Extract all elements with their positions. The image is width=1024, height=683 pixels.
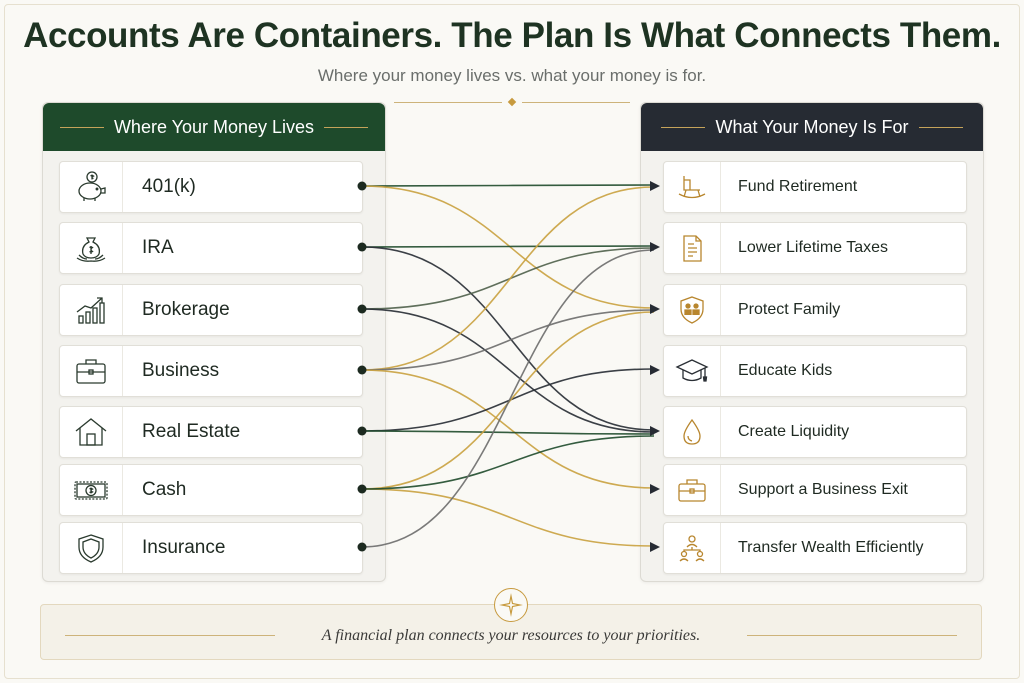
connection-line <box>361 488 655 547</box>
account-label: IRA <box>142 237 174 258</box>
goal-lower-taxes: Lower Lifetime Taxes <box>663 222 967 274</box>
banknote-icon <box>74 481 108 500</box>
account-label: Brokerage <box>142 299 230 320</box>
account-business: Business <box>59 345 363 397</box>
growth-chart-icon <box>76 297 105 324</box>
account-label: Insurance <box>142 537 226 558</box>
goal-label: Educate Kids <box>738 362 833 379</box>
money-lives-header: Where Your Money Lives <box>43 103 385 151</box>
title-divider <box>394 97 630 107</box>
money-for-panel: What Your Money Is For Fund Retirement L… <box>640 102 984 582</box>
goal-label: Lower Lifetime Taxes <box>738 239 888 256</box>
connection-line <box>361 184 655 187</box>
piggy-bank-icon <box>78 171 106 201</box>
page-subtitle: Where your money lives vs. what your mon… <box>317 66 707 85</box>
house-icon <box>75 418 107 446</box>
money-lives-title: Where Your Money Lives <box>113 116 315 137</box>
money-for-title: What Your Money Is For <box>715 116 909 137</box>
goal-label: Transfer Wealth Efficiently <box>738 539 924 556</box>
account-real-estate: Real Estate <box>59 406 363 458</box>
connection-line <box>361 368 655 432</box>
water-drop-icon <box>683 418 701 445</box>
connection-line <box>361 246 655 431</box>
goal-business-exit: Support a Business Exit <box>663 464 967 516</box>
connection-line <box>361 245 655 248</box>
connection-line <box>361 311 655 490</box>
goal-create-liquidity: Create Liquidity <box>663 406 967 458</box>
connection-line <box>361 309 655 371</box>
account-label: Real Estate <box>142 421 241 442</box>
account-401k: 401(k) <box>59 161 363 213</box>
goal-protect-family: Protect Family <box>663 284 967 336</box>
money-lives-panel: Where Your Money Lives 401(k) IRA <box>42 102 386 582</box>
briefcase-icon <box>76 359 106 384</box>
account-brokerage: Brokerage <box>59 284 363 336</box>
briefcase-icon <box>678 479 706 502</box>
footer-caption: A financial plan connects your resources… <box>321 627 701 644</box>
account-label: Cash <box>142 479 187 500</box>
account-label: Business <box>142 360 220 381</box>
goal-label: Create Liquidity <box>738 423 850 440</box>
account-insurance: Insurance <box>59 522 363 574</box>
money-bag-icon <box>76 237 106 262</box>
connection-line <box>361 247 655 310</box>
compass-star-icon <box>494 588 528 622</box>
connection-line <box>361 430 655 435</box>
connection-line <box>361 369 655 489</box>
family-shield-icon <box>680 296 704 324</box>
divider-diamond-icon <box>507 97 517 107</box>
connection-line <box>361 308 655 433</box>
graduation-cap-icon <box>675 359 709 382</box>
account-label: 401(k) <box>142 176 196 197</box>
account-ira: IRA <box>59 222 363 274</box>
rocking-chair-icon <box>678 176 706 199</box>
shield-icon <box>78 534 104 563</box>
connection-line <box>361 186 655 371</box>
connection-line <box>361 185 655 309</box>
goal-label: Support a Business Exit <box>738 481 908 498</box>
money-for-header: What Your Money Is For <box>641 103 983 151</box>
account-cash: Cash <box>59 464 363 516</box>
connection-line <box>361 249 655 548</box>
goal-transfer-wealth: Transfer Wealth Efficiently <box>663 522 967 574</box>
people-network-icon <box>679 535 705 562</box>
goal-fund-retirement: Fund Retirement <box>663 161 967 213</box>
goal-label: Protect Family <box>738 301 841 318</box>
page-title: Accounts Are Containers. The Plan Is Wha… <box>23 16 1001 55</box>
connection-line <box>361 435 655 490</box>
goal-educate-kids: Educate Kids <box>663 345 967 397</box>
goal-label: Fund Retirement <box>738 178 858 195</box>
tax-document-icon <box>683 235 702 262</box>
